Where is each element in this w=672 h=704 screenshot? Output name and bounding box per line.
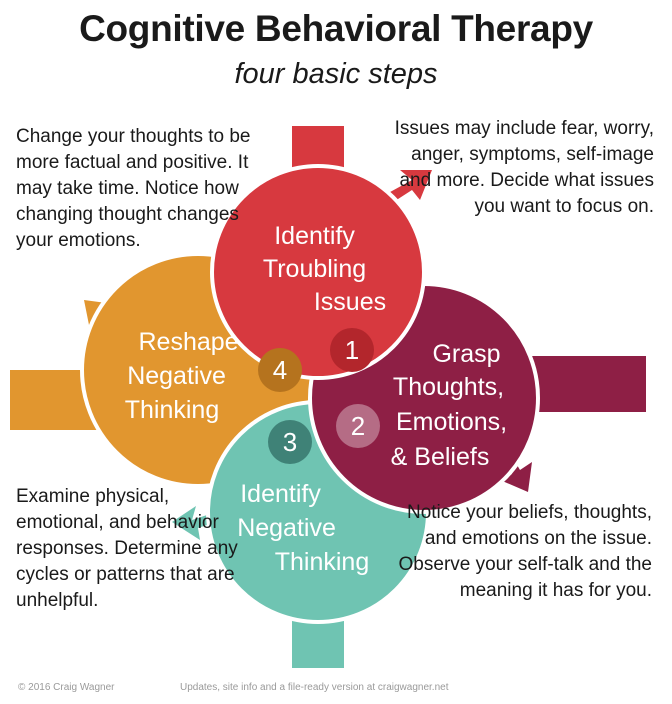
step-2-label-line-3: Emotions, — [396, 408, 507, 436]
step-4-label-line-1: Reshape — [138, 328, 238, 356]
step-4-badge — [258, 348, 302, 392]
step-3-number: 3 — [283, 427, 297, 457]
step-3-label-line-2: Negative — [237, 514, 336, 542]
step-4-number: 4 — [273, 355, 287, 385]
footer-copyright: © 2016 Craig Wagner — [18, 682, 115, 693]
note-top-left: Change your thoughts to be more factual … — [16, 126, 251, 251]
step-2-label-line-4: & Beliefs — [391, 443, 490, 471]
footer-info: Updates, site info and a file-ready vers… — [180, 682, 449, 693]
step-2-label-line-2: Thoughts, — [393, 373, 504, 401]
step-3-label: Identify Negative Thinking — [237, 480, 369, 576]
page-subtitle: four basic steps — [234, 58, 438, 90]
note-bottom-right: Notice your beliefs, thoughts, and emoti… — [398, 502, 652, 601]
step-4-label: Reshape Negative Thinking — [125, 328, 246, 424]
step-4-label-line-2: Negative — [127, 362, 226, 390]
step-1-label-line-2: Troubling — [263, 255, 366, 283]
step-3-label-line-3: Thinking — [275, 548, 370, 576]
note-bottom-left: Examine physical, emotional, and behavio… — [16, 486, 238, 611]
step-1-circle — [210, 164, 426, 380]
step-2-label: Grasp Thoughts, Emotions, & Beliefs — [391, 340, 514, 471]
step-1-label-line-1: Identify — [274, 222, 355, 250]
step-2-badge — [336, 404, 380, 448]
note-top-right: Issues may include fear, worry, anger, s… — [394, 118, 654, 217]
step-3-label-line-1: Identify — [240, 480, 321, 508]
page-title: Cognitive Behavioral Therapy — [79, 8, 593, 49]
step-3-badge — [268, 420, 312, 464]
step-1-badge — [330, 328, 374, 372]
step-4-label-line-3: Thinking — [125, 396, 220, 424]
step-1-label: Identify Troubling Issues — [263, 222, 386, 316]
arm-right — [520, 356, 646, 412]
step-2-number: 2 — [351, 411, 365, 441]
step-2-label-line-1: Grasp — [432, 340, 500, 368]
step-1-number: 1 — [345, 335, 359, 365]
step-1-label-line-3: Issues — [314, 288, 386, 316]
